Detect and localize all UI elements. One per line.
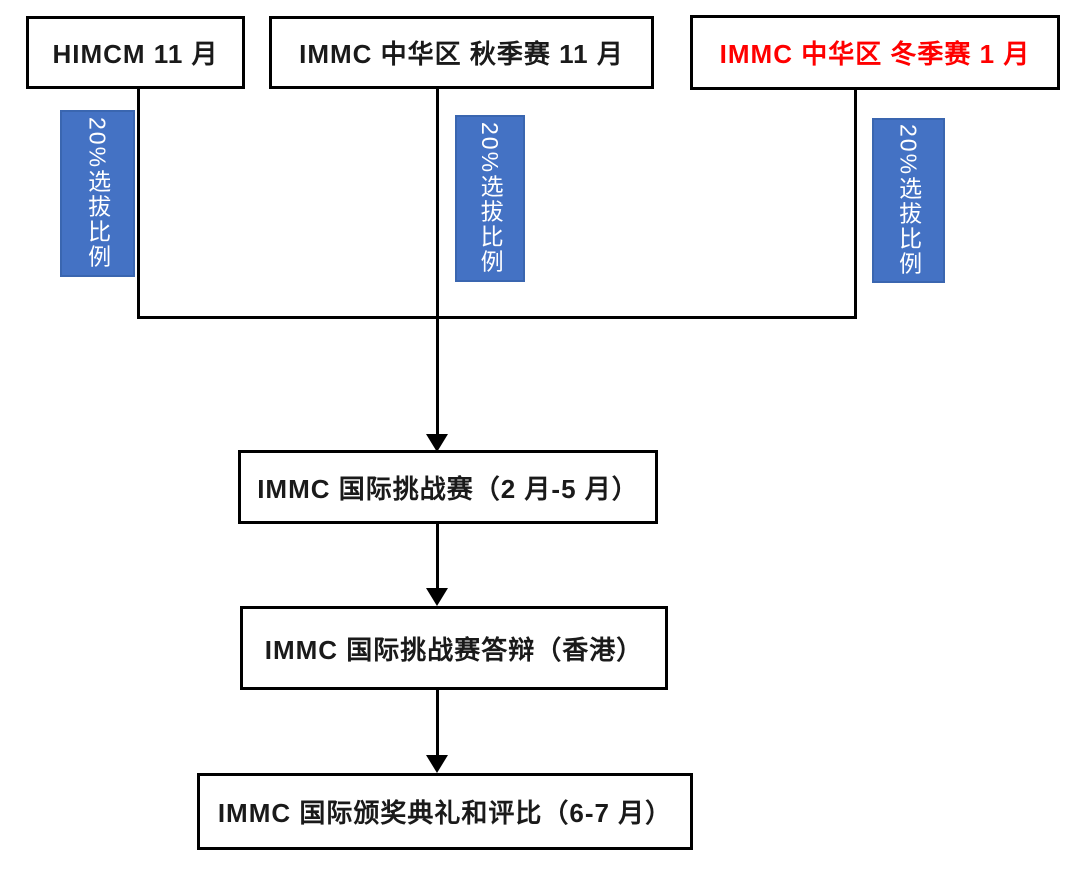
connector-line-left (137, 89, 140, 319)
connector-line-defense-awards (436, 690, 439, 757)
arrow-down-icon (426, 755, 448, 773)
node-international-challenge: IMMC 国际挑战赛（2 月-5 月） (238, 450, 658, 524)
connector-line-challenge-defense (436, 524, 439, 590)
node-awards-ceremony: IMMC 国际颁奖典礼和评比（6-7 月） (197, 773, 693, 850)
node-international-challenge-label: IMMC 国际挑战赛（2 月-5 月） (257, 473, 639, 504)
node-immc-china-autumn-label: IMMC 中华区 秋季赛 11 月 (299, 39, 624, 69)
arrow-down-icon (426, 588, 448, 606)
selection-ratio-tag-2: 20%选拔比例 (455, 115, 525, 282)
node-immc-china-winter: IMMC 中华区 冬季赛 1 月 (690, 15, 1060, 90)
selection-ratio-tag-1-label: 20%选拔比例 (84, 117, 111, 270)
connector-line-center (436, 89, 439, 434)
selection-ratio-tag-2-label: 20%选拔比例 (477, 122, 504, 275)
node-immc-china-winter-label: IMMC 中华区 冬季赛 1 月 (719, 39, 1031, 69)
selection-ratio-tag-1: 20%选拔比例 (60, 110, 135, 277)
node-awards-ceremony-label: IMMC 国际颁奖典礼和评比（6-7 月） (217, 798, 673, 828)
arrow-down-icon (426, 434, 448, 452)
node-himcm-label: HIMCM 11 月 (52, 39, 219, 69)
node-challenge-defense-label: IMMC 国际挑战赛答辩（香港） (264, 634, 644, 665)
connector-line-right (854, 90, 857, 319)
merge-line (137, 316, 857, 319)
node-immc-china-autumn: IMMC 中华区 秋季赛 11 月 (269, 16, 654, 89)
selection-ratio-tag-3: 20%选拔比例 (872, 118, 945, 283)
selection-ratio-tag-3-label: 20%选拔比例 (895, 124, 922, 277)
node-himcm-november: HIMCM 11 月 (26, 16, 245, 89)
node-challenge-defense: IMMC 国际挑战赛答辩（香港） (240, 606, 668, 690)
